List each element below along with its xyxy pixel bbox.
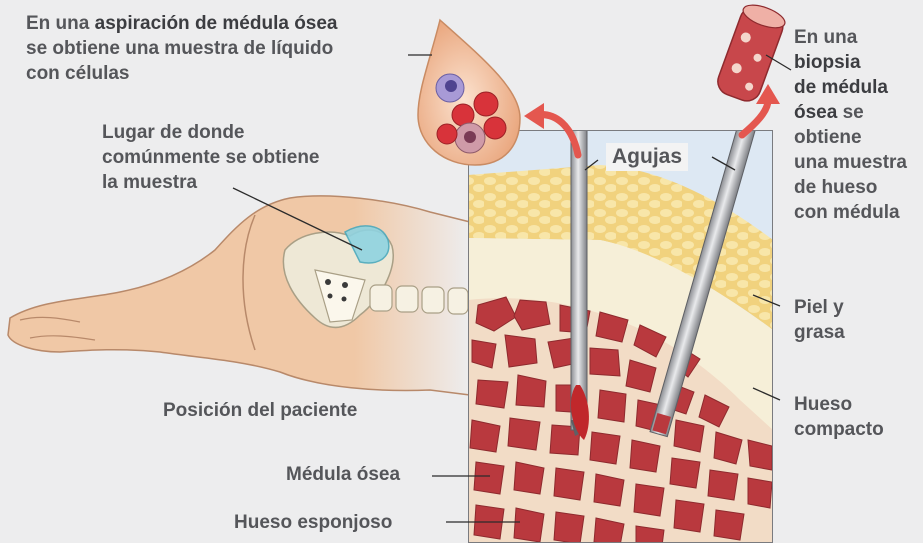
- tissue-cross-section: [468, 124, 773, 543]
- compact-bone-label: Hueso compacto: [794, 392, 884, 442]
- needles-label: Agujas: [606, 143, 688, 171]
- sampling-site-label: Lugar de donde comúnmente se obtiene la …: [102, 120, 382, 195]
- patient-position-label: Posición del paciente: [163, 398, 357, 423]
- patient-body: [8, 196, 470, 395]
- biopsy-label: En una biopsia de médula ósea se obtiene…: [794, 25, 922, 225]
- aspirate-arrow-head: [524, 103, 544, 129]
- biopsy-core-sample: [714, 0, 788, 104]
- skin-fat-label: Piel y grasa: [794, 295, 845, 345]
- aspiration-label: En una aspiración de médula ósea se obti…: [26, 11, 426, 86]
- aspirate-sample-drop: [418, 20, 520, 165]
- spongy-bone-label: Hueso esponjoso: [234, 510, 392, 535]
- bone-marrow-label: Médula ósea: [286, 462, 400, 487]
